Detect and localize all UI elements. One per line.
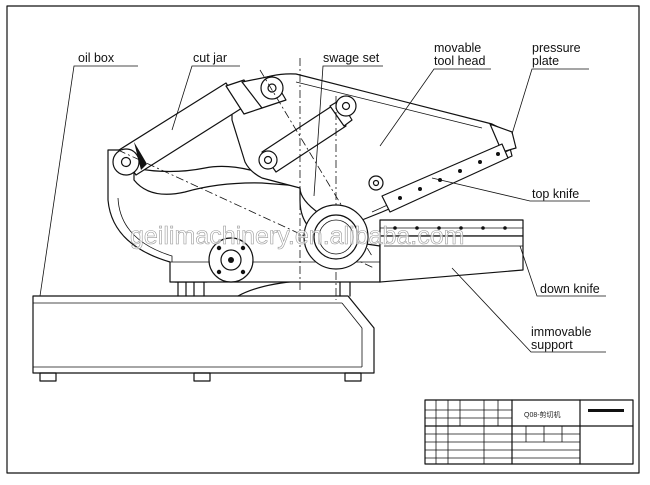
bolt-icon <box>437 226 441 230</box>
watermark-text: geilimachinery.en.alibaba.com <box>130 222 464 250</box>
bolt-icon <box>503 226 507 230</box>
bolt-icon <box>240 245 246 251</box>
immovable-support <box>379 235 524 283</box>
title-drawing-code: Q08-剪切机 <box>524 410 561 419</box>
bolt-icon <box>216 245 222 251</box>
label-movable: movable <box>434 41 481 55</box>
bolt-icon <box>496 152 500 156</box>
lower-pivot <box>208 237 254 283</box>
cut-jar <box>112 75 287 176</box>
bolt-icon <box>478 160 482 164</box>
label-cut-jar: cut jar <box>193 51 227 65</box>
leader-lines <box>39 65 606 353</box>
label-plate: plate <box>532 54 559 68</box>
bolt-icon <box>458 169 462 173</box>
label-swage-set: swage set <box>323 51 380 65</box>
bolt-icon <box>418 187 422 191</box>
bolt-icon <box>481 226 485 230</box>
label-immovable: immovable <box>531 325 591 339</box>
label-pressure: pressure <box>532 41 581 55</box>
bolt-icon <box>393 226 397 230</box>
knife-pivot <box>368 175 384 191</box>
label-oil-box: oil box <box>78 51 115 65</box>
bolt-icon <box>398 196 402 200</box>
part-labels: oil box cut jar swage set movable tool h… <box>78 41 600 352</box>
label-down-knife: down knife <box>540 282 600 296</box>
bolt-icon <box>459 226 463 230</box>
drawing-frame <box>6 5 640 474</box>
title-block: Q08-剪切机 <box>424 399 634 465</box>
label-top-knife: top knife <box>532 187 579 201</box>
label-tool-head: tool head <box>434 54 485 68</box>
swage-set <box>258 95 357 173</box>
label-support: support <box>531 338 573 352</box>
main-pivot <box>303 204 369 270</box>
bolt-icon <box>216 269 222 275</box>
bolt-icon <box>415 226 419 230</box>
bolt-icon <box>240 269 246 275</box>
oil-box <box>32 295 375 382</box>
pressure-plate <box>489 123 517 153</box>
